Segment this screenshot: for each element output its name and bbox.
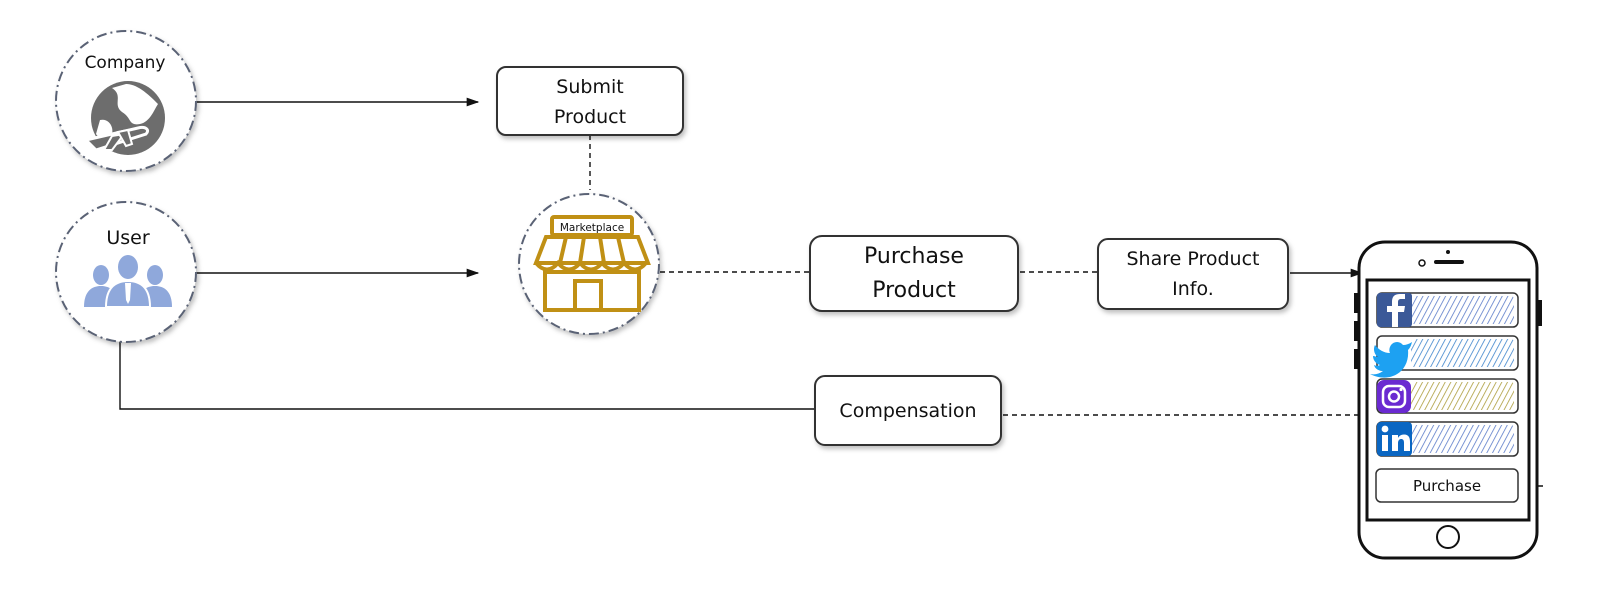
company-node: Company [55,30,197,172]
compensation-label: Compensation [839,400,976,422]
submit-product-box: Submit Product [496,66,684,136]
linkedin-icon [1377,422,1412,456]
social-row-facebook[interactable] [1376,292,1519,328]
share-product-info-label-line2: Info. [1172,278,1214,300]
purchase-product-label-line2: Product [872,278,956,303]
marketplace-node: Marketplace [518,193,660,335]
social-row-linkedin[interactable] [1376,421,1519,457]
facebook-icon [1377,293,1412,327]
phone-purchase-button[interactable]: Purchase [1375,468,1519,503]
twitter-icon [1370,342,1412,378]
company-label: Company [85,53,166,73]
share-product-info-box: Share Product Info. [1097,238,1289,310]
social-row-twitter[interactable] [1370,335,1519,378]
smartphone: Purchase [1354,240,1542,560]
user-to-compensation-connector [119,340,815,410]
phone-purchase-label: Purchase [1413,477,1481,495]
submit-product-label-line2: Product [554,106,626,128]
submit-product-label-line1: Submit [556,76,623,98]
phone-camera [1418,259,1426,267]
users-group-icon [84,255,172,308]
facebook-share-fill [1411,296,1514,324]
social-row-instagram[interactable] [1376,378,1519,414]
instagram-share-fill [1411,382,1514,410]
user-node: User [55,201,197,343]
storefront-icon: Marketplace [533,215,651,312]
compensation-box: Compensation [814,375,1002,446]
purchase-product-box: Purchase Product [809,235,1019,312]
user-label: User [106,227,149,249]
twitter-share-fill [1411,339,1514,367]
purchase-product-label-line1: Purchase [864,244,964,269]
instagram-icon [1377,380,1411,413]
linkedin-share-fill [1411,425,1514,453]
phone-speaker [1434,260,1464,264]
share-product-info-label-line1: Share Product [1126,248,1259,270]
globe-plane-icon [83,81,165,155]
phone-home-button[interactable] [1436,525,1460,549]
marketplace-label: Marketplace [560,222,624,234]
